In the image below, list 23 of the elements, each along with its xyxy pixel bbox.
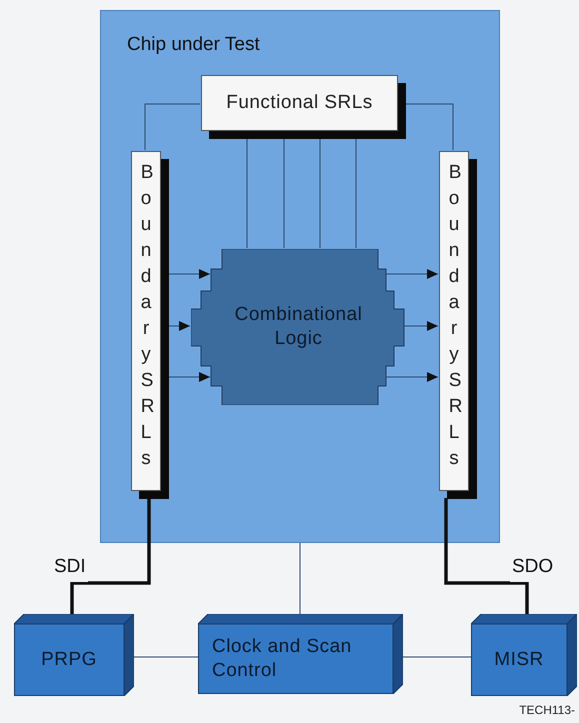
connector-line (444, 498, 529, 614)
block-label: Clock and Scan Control (212, 635, 353, 683)
block-label: PRPG (41, 648, 97, 672)
connector-line (404, 104, 454, 150)
register-label: Boundary SRLs (448, 161, 460, 471)
arrow (402, 321, 438, 331)
register-label: Functional SRLs (226, 90, 373, 115)
arrow (384, 372, 438, 382)
chip-boundary-box (100, 10, 500, 543)
connector-line (70, 498, 151, 614)
arrow (168, 372, 210, 382)
connector-line (246, 138, 248, 248)
arrow (168, 269, 210, 279)
register-label: Boundary SRLs (140, 161, 152, 471)
block-label: MISR (494, 648, 544, 672)
logic-label: Combinational Logic (234, 303, 364, 351)
arrow (168, 321, 190, 331)
connector-line (144, 104, 200, 150)
arrow (384, 269, 438, 279)
connector-line (402, 656, 472, 658)
figure-id: TECH113- (519, 702, 575, 719)
box-title: Chip under Test (127, 33, 260, 57)
connector-line (134, 656, 198, 658)
